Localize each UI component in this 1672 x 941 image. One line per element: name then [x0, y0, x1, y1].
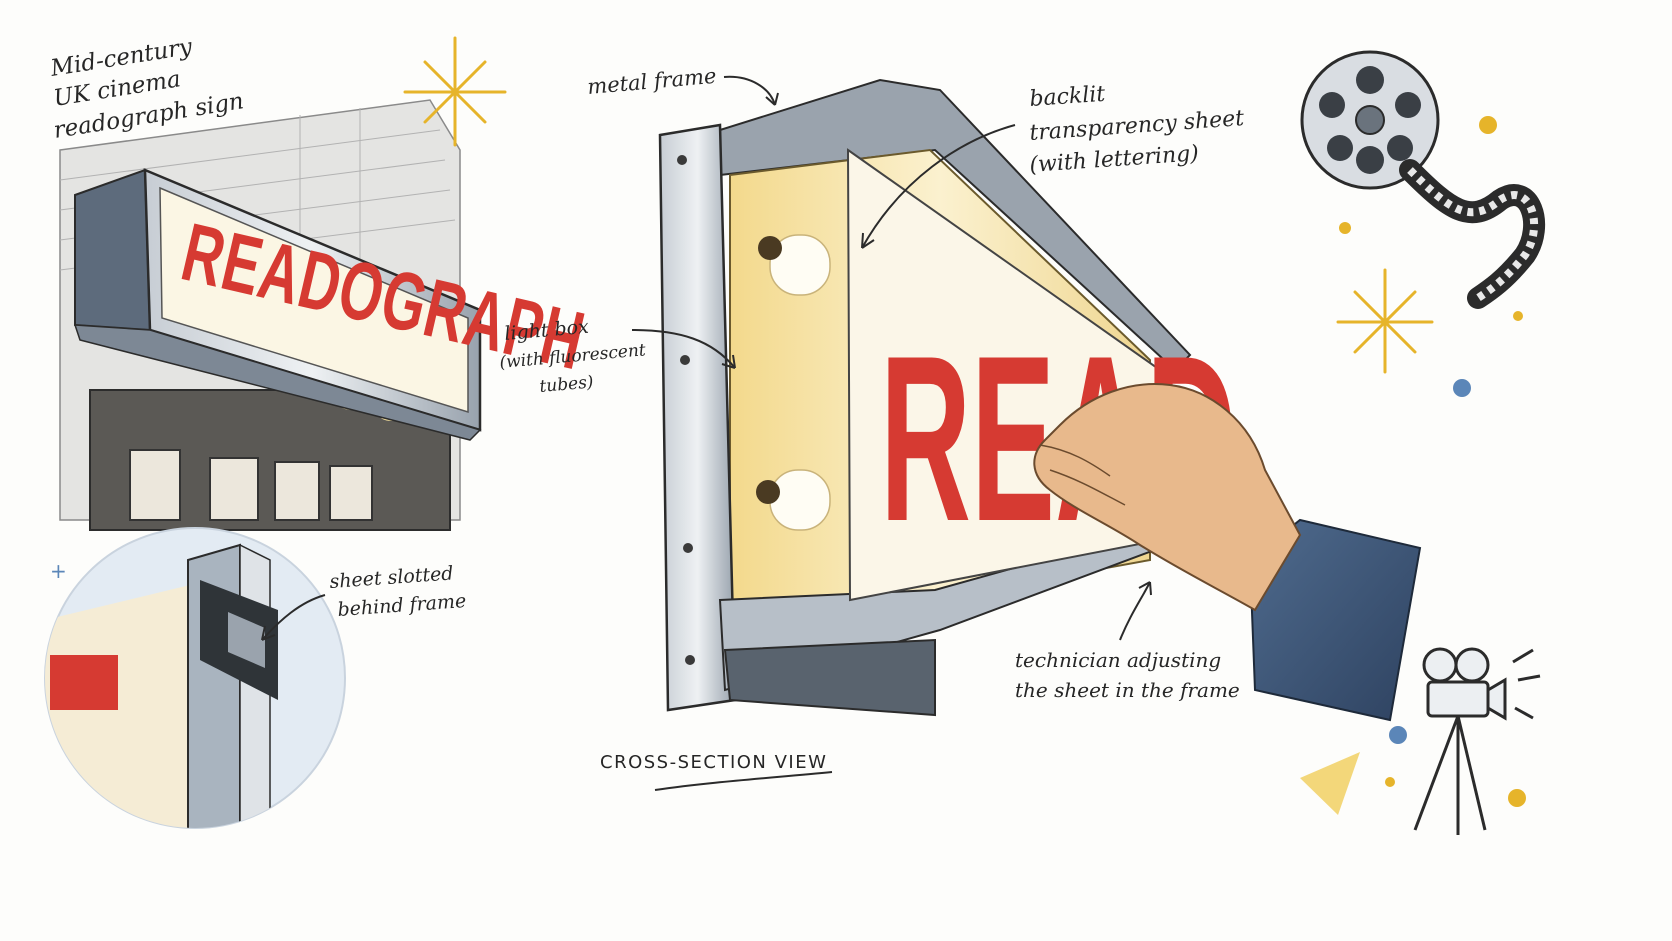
sparkle-star-icon	[403, 36, 507, 147]
fluorescent-tube-upper	[769, 234, 831, 296]
film-reel-icon	[1300, 50, 1545, 309]
sparkle-star-icon	[1336, 268, 1434, 374]
fluorescent-tube-lower	[769, 469, 831, 531]
arrow-light-box	[631, 329, 736, 369]
label-sheet-slotted-2: behind frame	[337, 590, 467, 621]
label-backlit-3: (with lettering)	[1029, 141, 1200, 178]
cross-section-underline	[654, 771, 833, 791]
label-backlit-2: transparency sheet	[1029, 106, 1245, 146]
small-star-icon: +	[50, 559, 67, 583]
decor-triangle	[1300, 752, 1360, 815]
label-cross-section-view: CROSS-SECTION VIEW	[600, 752, 827, 773]
slot-detail-circle	[44, 527, 346, 829]
technician-hand	[1033, 383, 1422, 722]
arrow-sheet-slotted	[261, 594, 326, 641]
label-metal-frame: metal frame	[586, 64, 717, 99]
arrow-backlit	[861, 124, 1016, 249]
film-camera-icon	[1413, 647, 1541, 835]
decor-dots	[1339, 116, 1526, 807]
label-light-box-3: tubes)	[539, 372, 595, 397]
arrow-technician	[1119, 581, 1151, 641]
label-technician-2: the sheet in the frame	[1015, 678, 1240, 702]
arrow-metal-frame	[723, 75, 776, 106]
label-technician-1: technician adjusting	[1015, 648, 1221, 672]
label-sheet-slotted-1: sheet slotted	[329, 562, 454, 593]
label-backlit-1: backlit	[1029, 82, 1106, 112]
